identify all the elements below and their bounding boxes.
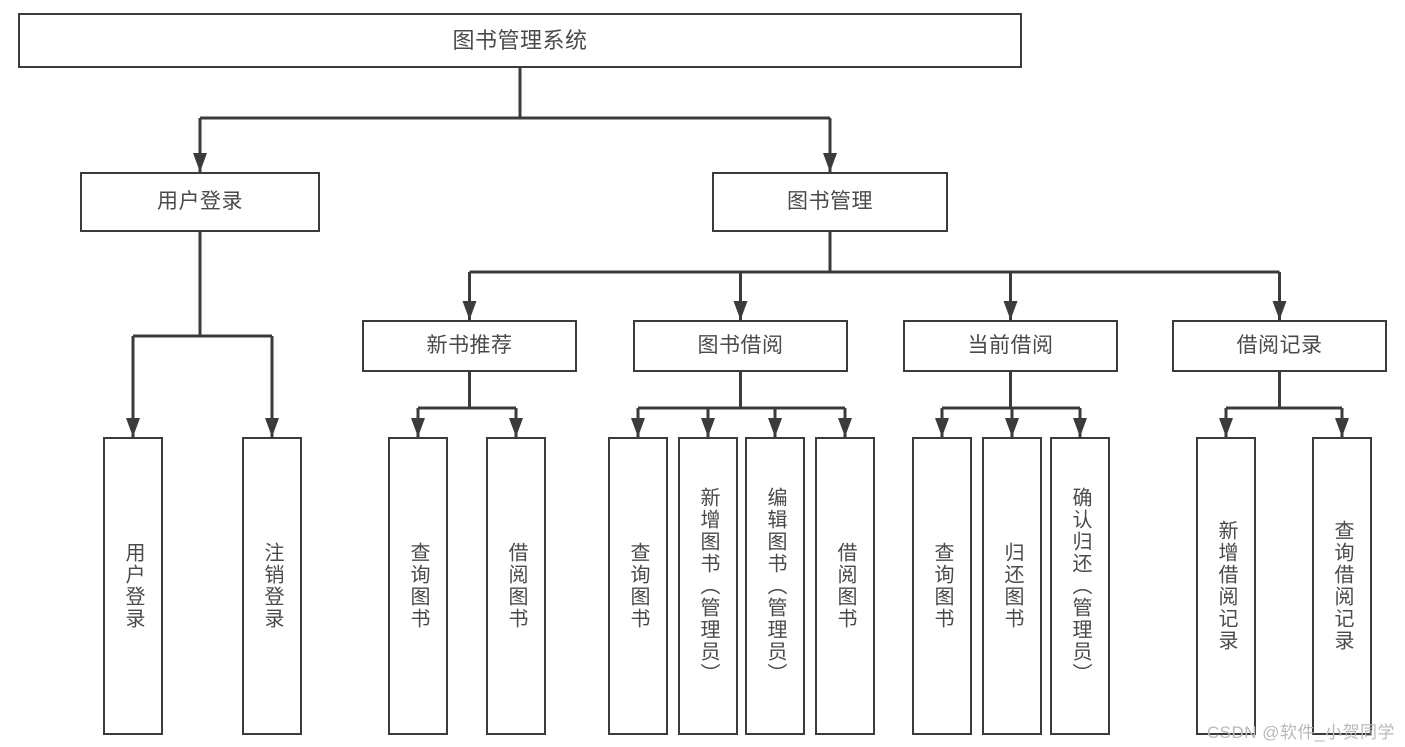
node-leaf-br-query[interactable]: 查询借阅记录 <box>1312 437 1372 735</box>
node-label: 查询借阅记录 <box>1331 520 1353 652</box>
conn-book-borrow-arrow-1 <box>701 418 715 437</box>
conn-user-login-arrow-1 <box>265 418 279 437</box>
node-label: 归还图书 <box>1001 542 1023 630</box>
node-label: 编辑图书（管理员） <box>764 487 786 685</box>
node-borrow-record[interactable]: 借阅记录 <box>1172 320 1387 372</box>
node-leaf-user-logout[interactable]: 注销登录 <box>242 437 302 735</box>
node-label: 当前借阅 <box>967 333 1054 357</box>
node-new-book-rec[interactable]: 新书推荐 <box>362 320 577 372</box>
node-label: 图书管理系统 <box>452 27 588 53</box>
conn-book-manage-arrow-3 <box>1272 301 1287 320</box>
node-label: 图书借阅 <box>697 333 784 357</box>
node-leaf-cb-confirm[interactable]: 确认归还（管理员） <box>1050 437 1110 735</box>
conn-book-borrow-arrow-3 <box>838 418 852 437</box>
conn-current-borrow-arrow-2 <box>1073 418 1087 437</box>
node-book-manage[interactable]: 图书管理 <box>712 172 948 232</box>
conn-book-manage-arrow-2 <box>1003 301 1018 320</box>
node-label: 确认归还（管理员） <box>1069 487 1091 685</box>
conn-borrow-record-arrow-0 <box>1219 418 1233 437</box>
node-leaf-rec-borrow[interactable]: 借阅图书 <box>486 437 546 735</box>
conn-current-borrow-arrow-0 <box>935 418 949 437</box>
node-leaf-cb-query[interactable]: 查询图书 <box>912 437 972 735</box>
node-label: 注销登录 <box>261 542 283 630</box>
conn-book-manage-arrow-0 <box>462 301 477 320</box>
node-label: 借阅记录 <box>1236 333 1323 357</box>
node-leaf-bb-query[interactable]: 查询图书 <box>608 437 668 735</box>
node-label: 查询图书 <box>407 542 429 630</box>
conn-book-manage-arrow-1 <box>733 301 748 320</box>
conn-new-book-rec-arrow-1 <box>509 418 523 437</box>
conn-root-arrow-1 <box>823 153 837 172</box>
node-leaf-bb-edit[interactable]: 编辑图书（管理员） <box>745 437 805 735</box>
node-label: 查询图书 <box>627 542 649 630</box>
node-label: 借阅图书 <box>834 542 856 630</box>
conn-book-borrow-arrow-0 <box>631 418 645 437</box>
node-root[interactable]: 图书管理系统 <box>18 13 1022 68</box>
node-leaf-rec-query[interactable]: 查询图书 <box>388 437 448 735</box>
conn-borrow-record-arrow-1 <box>1335 418 1349 437</box>
node-label: 新增图书（管理员） <box>697 487 719 685</box>
conn-root-arrow-0 <box>193 153 207 172</box>
node-label: 用户登录 <box>157 189 243 213</box>
conn-new-book-rec-arrow-0 <box>411 418 425 437</box>
node-leaf-bb-borrow[interactable]: 借阅图书 <box>815 437 875 735</box>
conn-book-borrow-arrow-2 <box>768 418 782 437</box>
node-label: 借阅图书 <box>505 542 527 630</box>
node-leaf-br-add[interactable]: 新增借阅记录 <box>1196 437 1256 735</box>
node-leaf-bb-add[interactable]: 新增图书（管理员） <box>678 437 738 735</box>
node-user-login[interactable]: 用户登录 <box>80 172 320 232</box>
node-book-borrow[interactable]: 图书借阅 <box>633 320 848 372</box>
node-current-borrow[interactable]: 当前借阅 <box>903 320 1118 372</box>
node-label: 新书推荐 <box>426 333 513 357</box>
node-leaf-cb-return[interactable]: 归还图书 <box>982 437 1042 735</box>
node-label: 用户登录 <box>122 542 144 630</box>
node-label: 查询图书 <box>931 542 953 630</box>
node-leaf-user-login[interactable]: 用户登录 <box>103 437 163 735</box>
node-label: 新增借阅记录 <box>1215 520 1237 652</box>
node-label: 图书管理 <box>787 189 873 213</box>
conn-user-login-arrow-0 <box>126 418 140 437</box>
conn-current-borrow-arrow-1 <box>1005 418 1019 437</box>
